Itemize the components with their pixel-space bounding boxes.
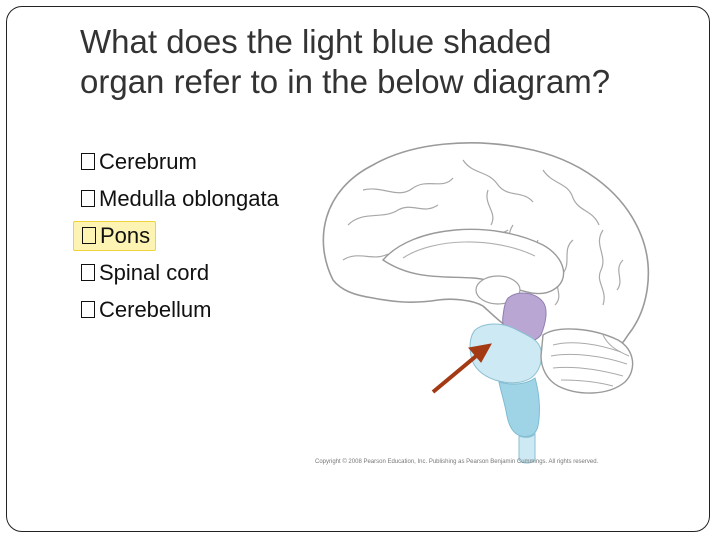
spinal-cord [518, 432, 536, 464]
option-medulla-oblongata: Medulla oblongata [79, 180, 279, 217]
checkbox-bullet-icon [81, 301, 95, 318]
option-label: Medulla oblongata [99, 185, 279, 211]
pons-region [469, 323, 542, 384]
checkbox-bullet-icon [81, 190, 95, 207]
cerebellum-folia [550, 334, 630, 387]
answer-options-list: Cerebrum Medulla oblongata Pons Spinal c… [73, 143, 279, 328]
corpus-callosum [381, 228, 565, 295]
brain-diagram [322, 142, 650, 464]
pointer-arrow [431, 343, 492, 394]
option-pons: Pons [73, 217, 279, 254]
option-spinal-cord: Spinal cord [79, 254, 279, 291]
option-label: Cerebellum [99, 296, 212, 322]
checkbox-bullet-icon [81, 264, 95, 281]
checkbox-bullet-icon [82, 227, 96, 244]
option-label: Cerebrum [99, 148, 197, 174]
option-cerebellum: Cerebellum [79, 291, 279, 328]
option-cerebrum: Cerebrum [79, 143, 279, 180]
medulla-region [498, 377, 540, 438]
checkbox-bullet-icon [81, 153, 95, 170]
copyright-notice: Copyright © 2008 Pearson Education, Inc.… [315, 459, 599, 465]
option-label: Spinal cord [99, 259, 210, 285]
option-label: Pons [100, 222, 151, 248]
slide-title: What does the light blue shaded organ re… [80, 23, 611, 100]
highlighted-answer: Pons [73, 220, 157, 251]
